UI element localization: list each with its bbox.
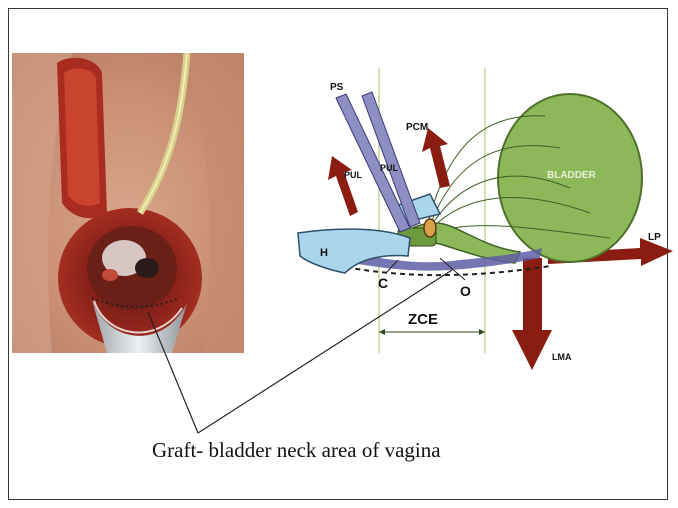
label-lma: LMA — [552, 352, 572, 362]
surgical-photo-image — [12, 53, 244, 353]
pcm-arrow — [422, 128, 450, 188]
label-zce: ZCE — [408, 311, 438, 328]
label-lp: LP — [648, 232, 661, 243]
lma-arrow — [512, 258, 552, 370]
label-pcm: PCM — [406, 122, 428, 133]
figure-caption: Graft- bladder neck area of vagina — [152, 438, 441, 463]
label-c: C — [378, 275, 388, 291]
h-arrow — [328, 156, 358, 216]
label-bladder: BLADDER — [547, 170, 597, 181]
anatomy-diagram: PS PUL PUL PCM BLADDER H LP C O ZCE LMA — [290, 68, 678, 378]
label-h: H — [320, 247, 328, 259]
surgical-photo — [12, 53, 244, 353]
label-ps: PS — [330, 82, 344, 93]
label-pul-right: PUL — [380, 163, 399, 173]
label-pul-left: PUL — [344, 170, 363, 180]
anatomy-diagram-svg: PS PUL PUL PCM BLADDER H LP C O ZCE LMA — [290, 68, 678, 378]
label-o: O — [460, 283, 471, 299]
